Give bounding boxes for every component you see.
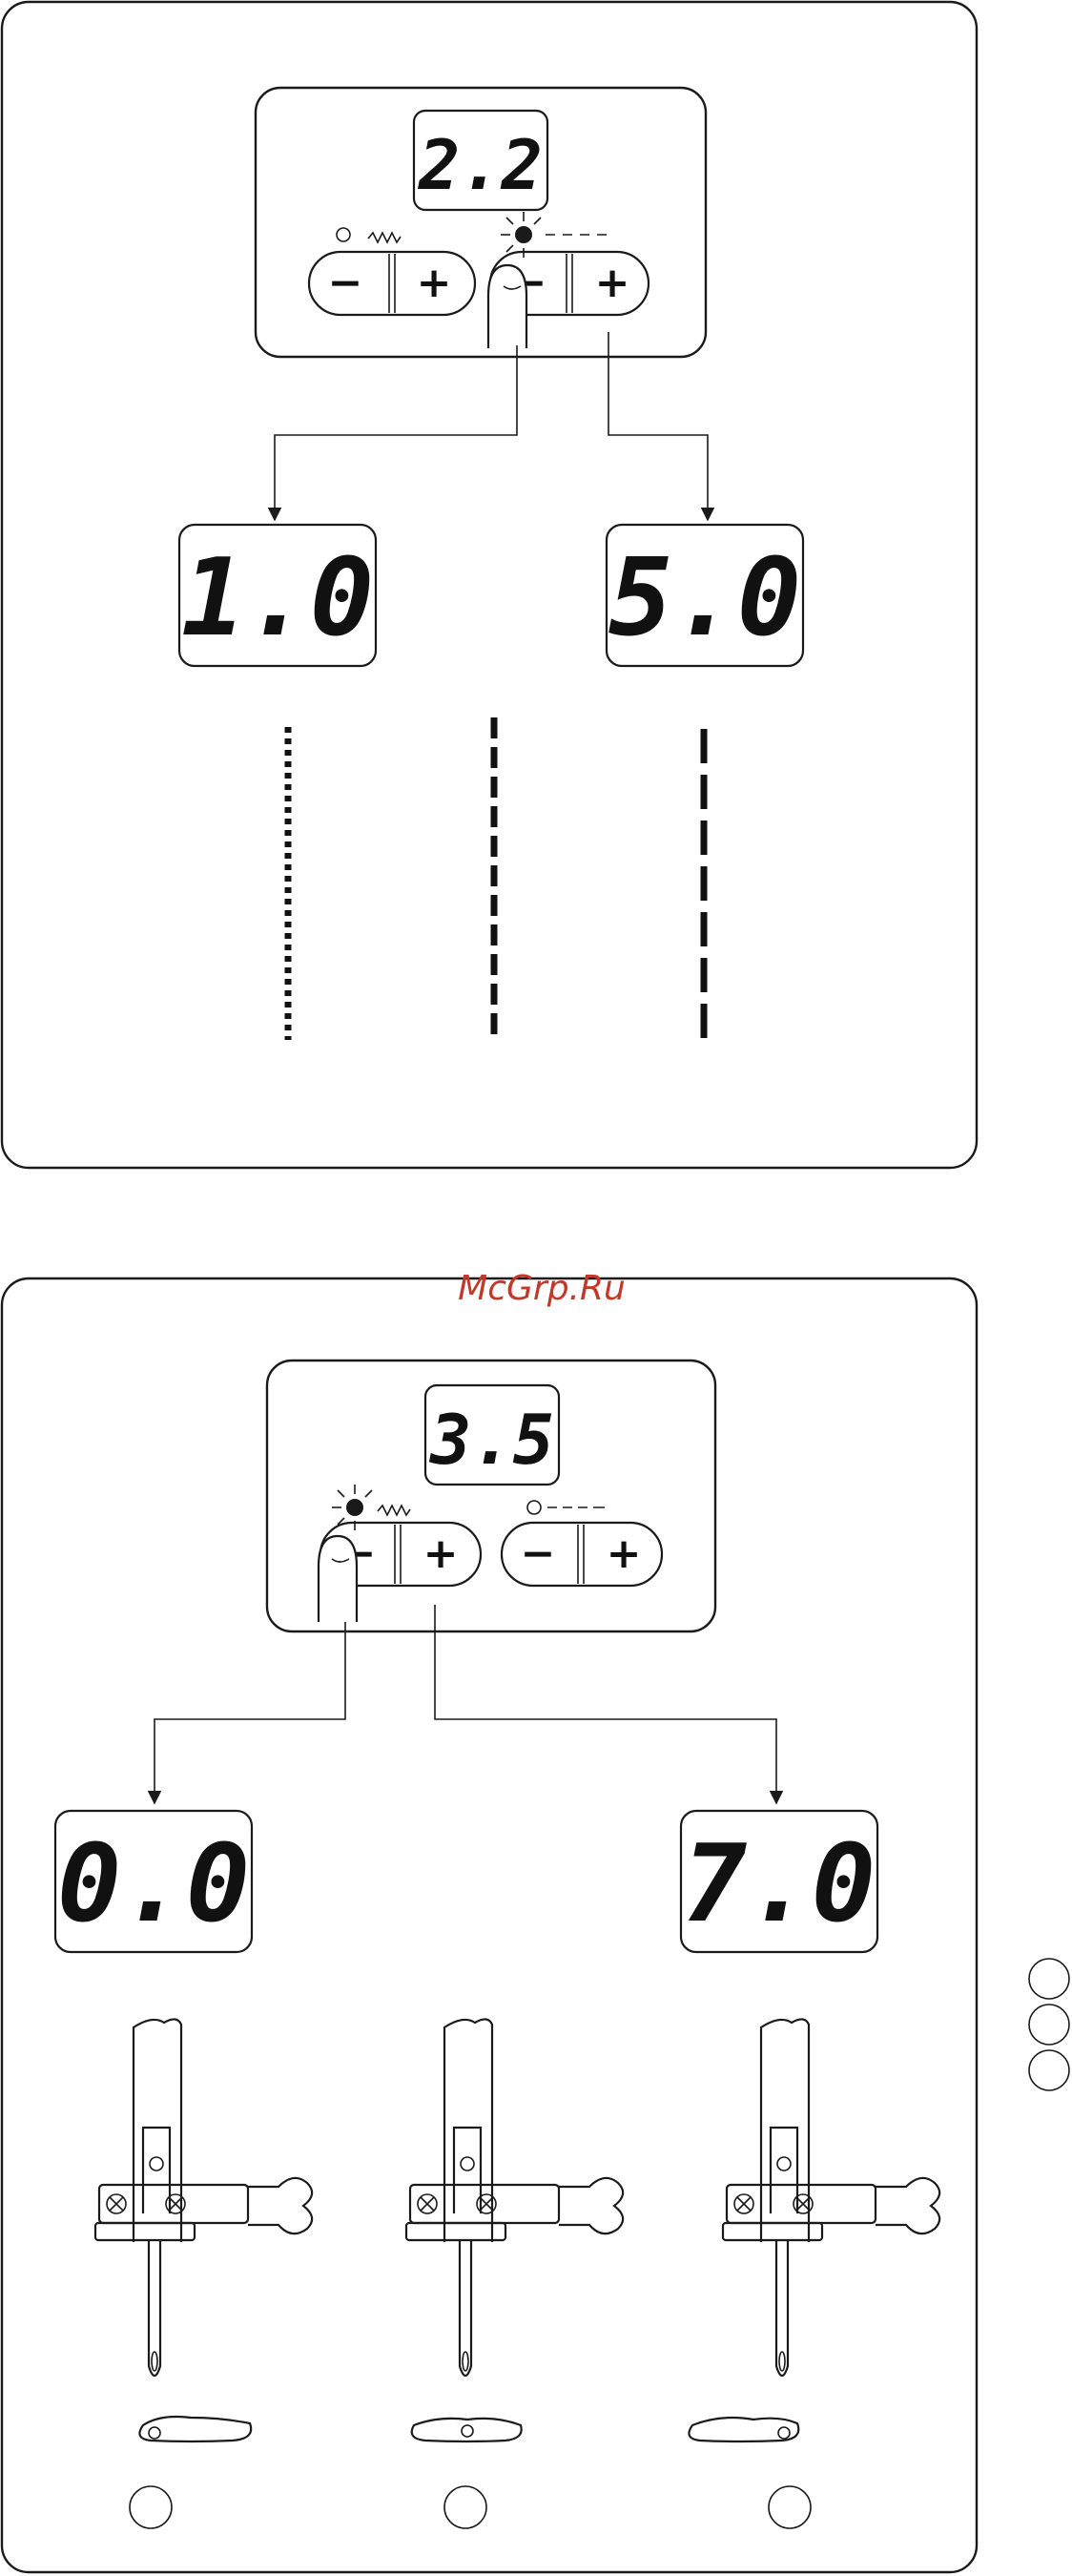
needle-icon bbox=[776, 2240, 788, 2376]
length-button-pair[interactable]: − + bbox=[502, 1523, 662, 1586]
indicator-lamp-lit bbox=[346, 1499, 363, 1516]
zigzag-icon bbox=[378, 1506, 410, 1515]
figure-stitch-length: 2.2 − + bbox=[2, 2, 977, 1168]
max-display: 7.0 bbox=[681, 1811, 877, 1952]
indicator-lamp-lit bbox=[515, 226, 532, 243]
needle-icon bbox=[149, 2240, 160, 2376]
finger-icon bbox=[319, 1536, 357, 1622]
needle-icon bbox=[460, 2240, 471, 2376]
min-value: 0.0 bbox=[57, 1822, 250, 1946]
max-display: 5.0 bbox=[607, 525, 803, 666]
display-value: 3.5 bbox=[428, 1400, 554, 1480]
needle-position-center bbox=[406, 2019, 623, 2528]
width-plus-button[interactable]: + bbox=[423, 1529, 459, 1578]
watermark-text: McGrp.Ru bbox=[458, 1269, 626, 1308]
width-plus-button[interactable]: + bbox=[417, 259, 452, 307]
display-value: 2.2 bbox=[417, 125, 543, 205]
min-value: 1.0 bbox=[181, 536, 374, 660]
length-plus-button[interactable]: + bbox=[607, 1529, 642, 1578]
length-minus-button[interactable]: − bbox=[521, 1529, 556, 1578]
width-indicator bbox=[337, 228, 401, 242]
arrow-to-max bbox=[435, 1605, 776, 1803]
needle-plate-slot-icon bbox=[412, 2419, 522, 2441]
max-value: 5.0 bbox=[608, 536, 801, 660]
arrow-to-min bbox=[275, 345, 517, 520]
zigzag-icon bbox=[368, 233, 401, 242]
length-plus-button[interactable]: + bbox=[595, 259, 630, 307]
arrow-to-max bbox=[608, 332, 708, 520]
side-marker-circle bbox=[1029, 2050, 1069, 2090]
reference-circle bbox=[769, 2486, 811, 2528]
length-indicator bbox=[527, 1501, 605, 1514]
lcd-display: 3.5 bbox=[425, 1385, 559, 1485]
max-value: 7.0 bbox=[683, 1822, 876, 1946]
side-marker-circle bbox=[1029, 1959, 1069, 1999]
needle-position-left bbox=[95, 2019, 312, 2528]
min-display: 1.0 bbox=[179, 525, 376, 666]
finger-icon bbox=[488, 265, 526, 348]
width-button-pair[interactable]: − + bbox=[309, 252, 475, 315]
reference-circle bbox=[130, 2486, 172, 2528]
figure-stitch-width: McGrp.Ru 3.5 bbox=[2, 1269, 977, 2572]
length-indicator bbox=[501, 212, 607, 258]
thumb-screw-icon bbox=[559, 2178, 623, 2233]
thumb-screw-icon bbox=[248, 2178, 312, 2233]
side-marker-circle bbox=[1029, 2005, 1069, 2045]
min-display: 0.0 bbox=[55, 1811, 252, 1952]
lcd-display: 2.2 bbox=[414, 111, 547, 210]
side-markers bbox=[1029, 1959, 1069, 2090]
reference-circle bbox=[444, 2486, 486, 2528]
thumb-screw-icon bbox=[876, 2178, 939, 2233]
arrow-to-min bbox=[155, 1622, 345, 1803]
needle-position-right bbox=[689, 2019, 939, 2528]
width-minus-button[interactable]: − bbox=[328, 259, 363, 307]
